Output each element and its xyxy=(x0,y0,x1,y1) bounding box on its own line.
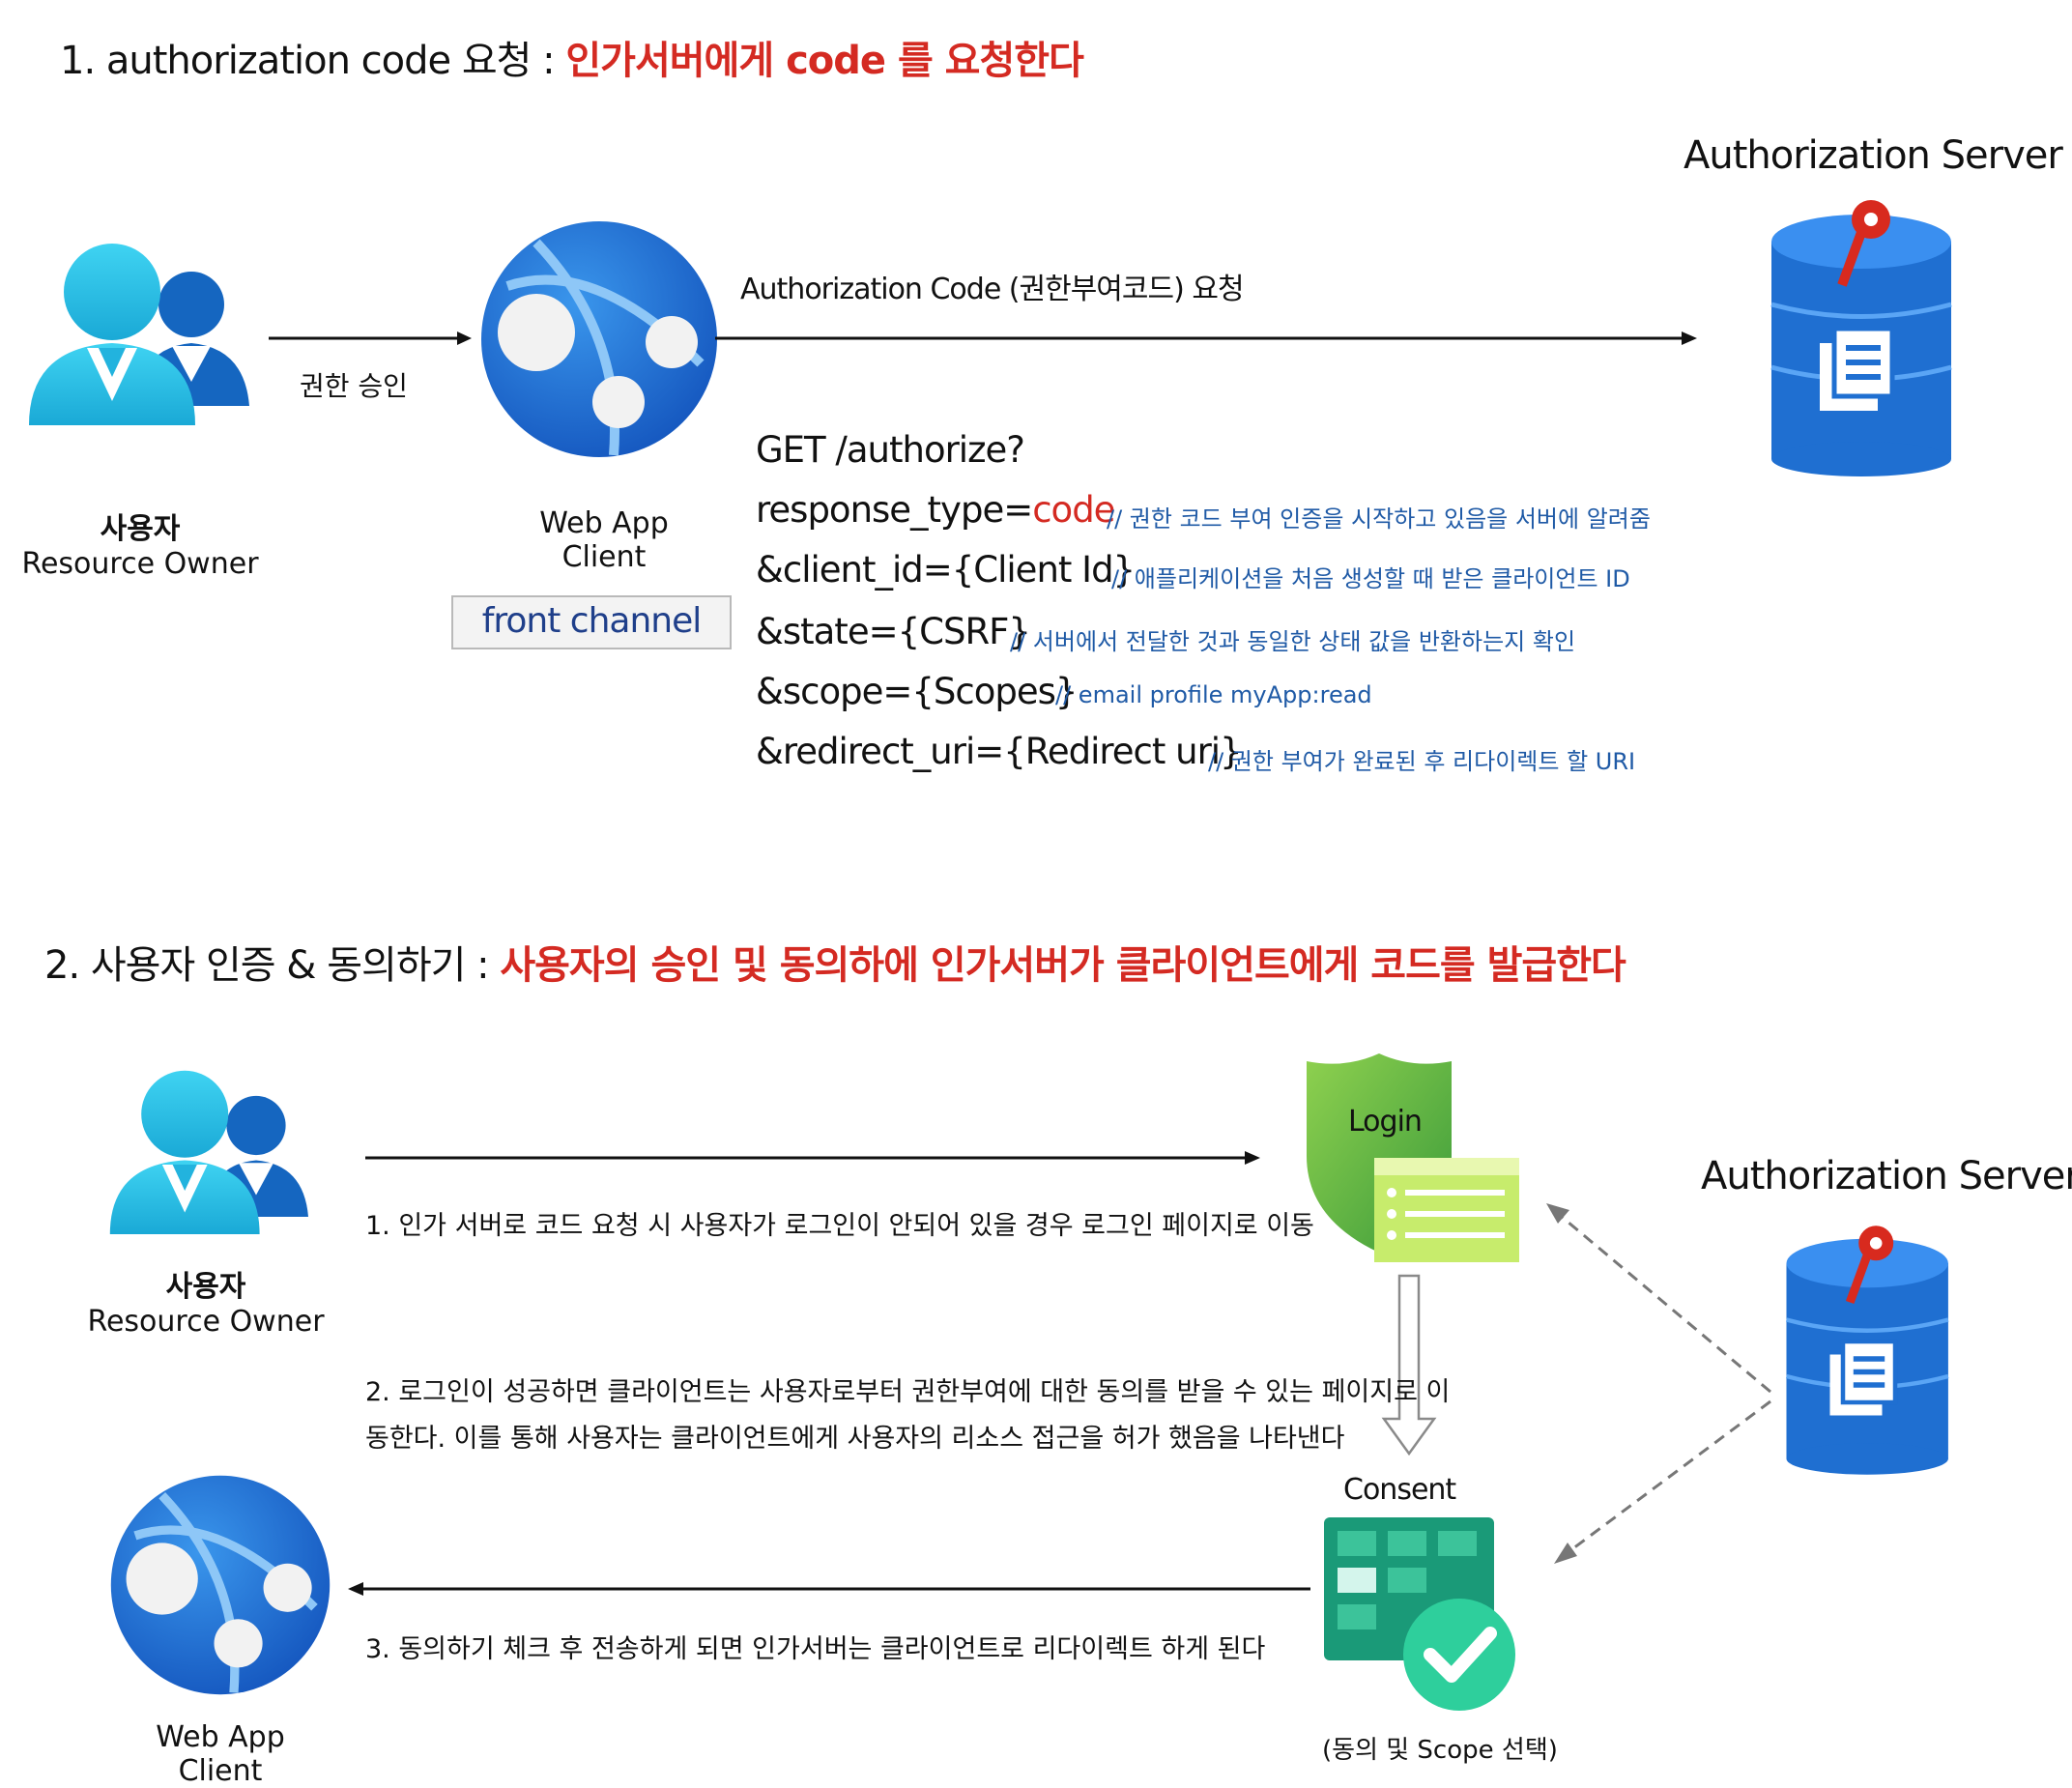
client-label-2-line-1: Web App xyxy=(156,1720,285,1754)
param-response-type-value: code xyxy=(1032,489,1115,531)
request-get-line: GET /authorize? xyxy=(756,429,1025,471)
user-label-en: Resource Owner xyxy=(21,547,259,581)
user-label-2: 사용자 Resource Owner xyxy=(85,1262,327,1339)
param-response-type-comment: // 권한 코드 부여 인증을 시작하고 있음을 서버에 알려줌 xyxy=(1107,505,1651,533)
login-shield-icon xyxy=(1307,1053,1519,1262)
param-client-id-comment: // 애플리케이션을 처음 생성할 때 받은 클라이언트 ID xyxy=(1111,565,1630,592)
param-redirect-uri: &redirect_uri={Redirect uri} xyxy=(756,731,1243,772)
database-key-icon xyxy=(1785,1226,1949,1475)
server-label: Authorization Server xyxy=(1684,133,2063,178)
web-app-globe-icon xyxy=(110,1475,331,1695)
param-scope-comment: // email profile myApp:read xyxy=(1055,681,1372,708)
user-label-ko-2: 사용자 xyxy=(165,1270,246,1304)
param-state-comment: // 서버에서 전달한 것과 동일한 상태 값을 반환하는지 확인 xyxy=(1010,628,1576,655)
section-1-title: 1. authorization code 요청 : 인가서버에게 code 를… xyxy=(60,39,1084,83)
redirect-arrow xyxy=(348,1582,1310,1596)
grant-arrow xyxy=(269,332,472,345)
grant-arrow-label: 권한 승인 xyxy=(300,370,408,402)
server-dashed-arrows xyxy=(1546,1203,1771,1564)
user-label-ko: 사용자 xyxy=(100,512,181,546)
section-2-title: 2. 사용자 인증 & 동의하기 : 사용자의 승인 및 동의하에 인가서버가 … xyxy=(44,943,1626,988)
param-client-id: &client_id={Client Id} xyxy=(756,549,1136,591)
user-group-icon xyxy=(29,244,249,425)
section-2-panel xyxy=(21,908,2051,1778)
step-2-line-1: 2. 로그인이 성공하면 클라이언트는 사용자로부터 권한부여에 대한 동의를 … xyxy=(365,1377,1451,1407)
consent-label: Consent xyxy=(1343,1473,1456,1507)
user-group-icon xyxy=(109,1070,308,1234)
user-label-en-2: Resource Owner xyxy=(87,1305,325,1339)
step-2-line-2: 동한다. 이를 통해 사용자는 클라이언트에게 사용자의 리소스 접근을 허가 … xyxy=(365,1424,1345,1454)
client-label-1: Web App xyxy=(539,506,669,540)
request-arrow-label: Authorization Code (권한부여코드) 요청 xyxy=(740,273,1245,306)
param-redirect-uri-comment: // 권한 부여가 완료된 후 리다이렉트 할 URI xyxy=(1208,748,1636,775)
front-channel-badge: front channel xyxy=(451,595,732,649)
login-arrow xyxy=(365,1151,1260,1165)
client-label-2-line-2: Client xyxy=(178,1754,263,1788)
section-2-title-highlight: 사용자의 승인 및 동의하에 인가서버가 클라이언트에게 코드를 발급한다 xyxy=(500,943,1626,988)
consent-caption: (동의 및 Scope 선택) xyxy=(1322,1736,1558,1765)
step-1-text: 1. 인가 서버로 코드 요청 시 사용자가 로그인이 안되어 있을 경우 로그… xyxy=(365,1211,1314,1241)
step-3-text: 3. 동의하기 체크 후 전송하게 되면 인가서버는 클라이언트로 리다이렉트 … xyxy=(365,1634,1266,1664)
request-arrow xyxy=(715,332,1697,345)
client-label-2: Web App Client xyxy=(100,1720,341,1788)
login-label: Login xyxy=(1348,1105,1423,1139)
server-label-2: Authorization Server xyxy=(1701,1154,2072,1198)
user-label: 사용자 Resource Owner xyxy=(19,505,261,581)
param-response-type: response_type=code xyxy=(756,489,1115,531)
login-to-consent-arrow xyxy=(1381,1274,1437,1456)
web-app-globe-icon xyxy=(481,221,717,457)
database-key-icon xyxy=(1770,200,1952,476)
param-scope: &scope={Scopes} xyxy=(756,671,1078,712)
consent-grid-check-icon xyxy=(1324,1517,1515,1711)
client-label: Web App Client xyxy=(483,506,725,574)
section-1-title-highlight: 인가서버에게 code 를 요청한다 xyxy=(565,39,1084,83)
section-1-panel xyxy=(21,0,2051,870)
param-state: &state={CSRF} xyxy=(756,611,1031,652)
client-label-2: Client xyxy=(561,540,647,574)
